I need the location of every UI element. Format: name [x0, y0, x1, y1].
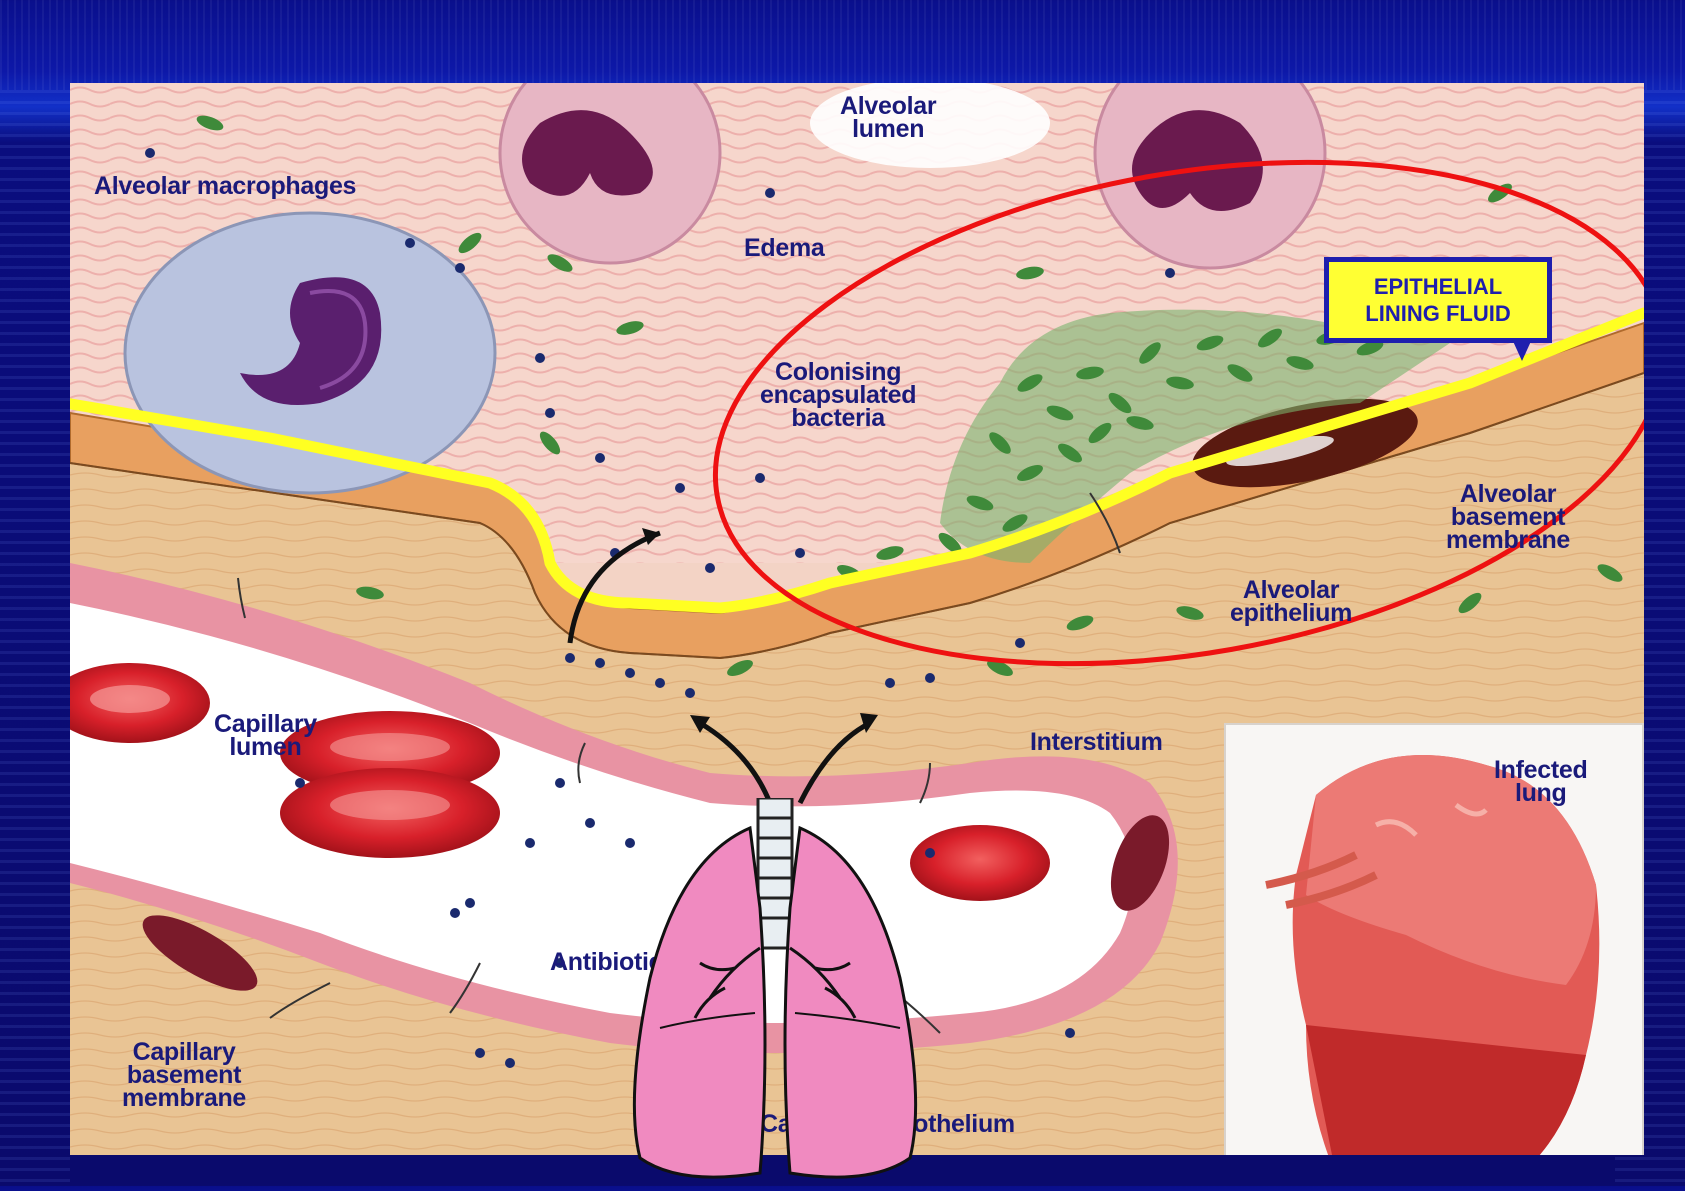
- lungs-drawing: [620, 798, 930, 1186]
- label-edema: Edema: [744, 237, 824, 260]
- label-alveolar-macrophages: Alveolar macrophages: [94, 175, 356, 198]
- label-alveolar-basement-membrane: Alveolar basement membrane: [1446, 483, 1570, 552]
- label-interstitium: Interstitium: [1030, 731, 1163, 754]
- label-infected-lung: Infected lung: [1494, 759, 1587, 805]
- left-stripes: [0, 90, 70, 1186]
- label-capillary-lumen: Capillary lumen: [214, 713, 317, 759]
- label-alveolar-epithelium: Alveolar epithelium: [1230, 579, 1352, 625]
- label-alveolar-lumen: Alveolar lumen: [840, 95, 936, 141]
- callout-text: EPITHELIAL LINING FLUID: [1365, 273, 1510, 327]
- label-capillary-basement-membrane: Capillary basement membrane: [122, 1041, 246, 1110]
- epithelial-lining-fluid-callout: EPITHELIAL LINING FLUID: [1324, 257, 1552, 343]
- lungs-icon: [620, 798, 930, 1186]
- callout-pointer-icon: [1502, 339, 1542, 369]
- label-colonising-bacteria: Colonising encapsulated bacteria: [760, 361, 916, 430]
- infected-lung-inset: Infected lung: [1224, 723, 1644, 1155]
- header-stripes: [0, 0, 1685, 90]
